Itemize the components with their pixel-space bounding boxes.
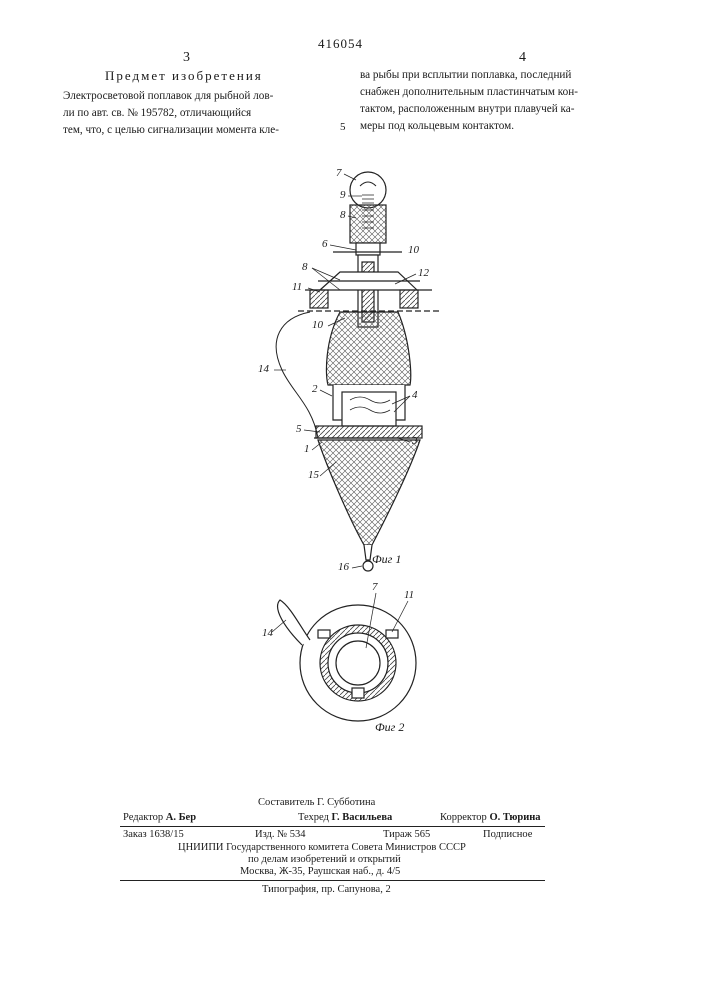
cord-fig2 — [278, 600, 310, 645]
callout: 1 — [304, 443, 310, 455]
footer-rule-top — [120, 826, 545, 827]
footer-rule-bottom — [120, 880, 545, 881]
float-body-lower — [318, 440, 420, 545]
techred-line: Техред Г. Васильева — [298, 812, 392, 823]
lamp-socket — [350, 205, 386, 243]
callout: 12 — [418, 267, 430, 279]
editor-label: Редактор — [123, 812, 163, 823]
org-line-1: ЦНИИПИ Государственного комитета Совета … — [178, 842, 466, 853]
callout: 10 — [312, 319, 324, 331]
callout: 8 — [340, 209, 346, 221]
claims-right-line: меры под кольцевым контактом. — [360, 118, 628, 135]
fig2-label: Фиг 2 — [375, 720, 404, 735]
callout: 10 — [408, 244, 420, 256]
callout: 5 — [296, 423, 302, 435]
corrector-label: Корректор — [440, 812, 487, 823]
org-line-2: по делам изобретений и открытий — [248, 854, 401, 865]
patent-number: 416054 — [318, 36, 363, 52]
claims-left-line: Электросветовой поплавок для рыбной лов- — [63, 88, 335, 105]
claims-left-column: Электросветовой поплавок для рыбной лов-… — [63, 88, 335, 139]
callout: 3 — [411, 435, 418, 447]
subscription: Подписное — [483, 829, 532, 840]
callout: 16 — [338, 561, 350, 573]
callout: 7 — [372, 581, 378, 593]
right-column-number: 4 — [519, 50, 526, 66]
figure-2 — [278, 600, 416, 721]
techred-name: Г. Васильева — [332, 812, 393, 823]
claims-left-line: тем, что, с целью сигнализации момента к… — [63, 122, 335, 139]
callout: 2 — [312, 383, 318, 395]
callout: 11 — [292, 281, 302, 293]
callout: 6 — [322, 238, 328, 250]
callout: 11 — [404, 589, 414, 601]
callout: 14 — [262, 627, 274, 639]
fig1-label: Фиг 1 — [372, 552, 401, 567]
techred-label: Техред — [298, 812, 329, 823]
callout: 8 — [302, 261, 308, 273]
compiler: Составитель Г. Субботина — [258, 797, 375, 808]
line-number: 5 — [340, 121, 346, 133]
print-run: Тираж 565 — [383, 829, 430, 840]
claims-right-line: ва рыбы при всплытии поплавка, последний — [360, 67, 628, 84]
claims-right-line: снабжен дополнительным пластинчатым кон- — [360, 84, 628, 101]
org-line-3: Москва, Ж-35, Раушская наб., д. 4/5 — [240, 866, 400, 877]
claims-right-line: тактом, расположенным внутри плавучей ка… — [360, 101, 628, 118]
claims-right-column: ва рыбы при всплытии поплавка, последний… — [360, 67, 628, 135]
left-column-number: 3 — [183, 50, 190, 66]
editor-name: А. Бер — [166, 812, 196, 823]
float-body-upper — [326, 312, 410, 385]
patent-drawing: 7 9 8 6 10 8 12 11 10 14 2 4 5 3 1 15 16 — [0, 150, 707, 740]
corrector-line: Корректор О. Тюрина — [440, 812, 541, 823]
corrector-name: О. Тюрина — [489, 812, 540, 823]
figure-1 — [276, 172, 440, 571]
claims-left-line: ли по авт. св. № 195782, отличающийся — [63, 105, 335, 122]
callout: 14 — [258, 363, 270, 375]
order: Заказ 1638/15 — [123, 829, 184, 840]
callout: 15 — [308, 469, 320, 481]
edition: Изд. № 534 — [255, 829, 306, 840]
printing-house: Типография, пр. Сапунова, 2 — [262, 884, 391, 895]
editor-line: Редактор А. Бер — [123, 812, 196, 823]
callout: 7 — [336, 167, 342, 179]
ring-contact — [316, 426, 422, 438]
callout: 4 — [412, 389, 418, 401]
claims-title: Предмет изобретения — [105, 68, 263, 84]
callout: 9 — [340, 189, 346, 201]
